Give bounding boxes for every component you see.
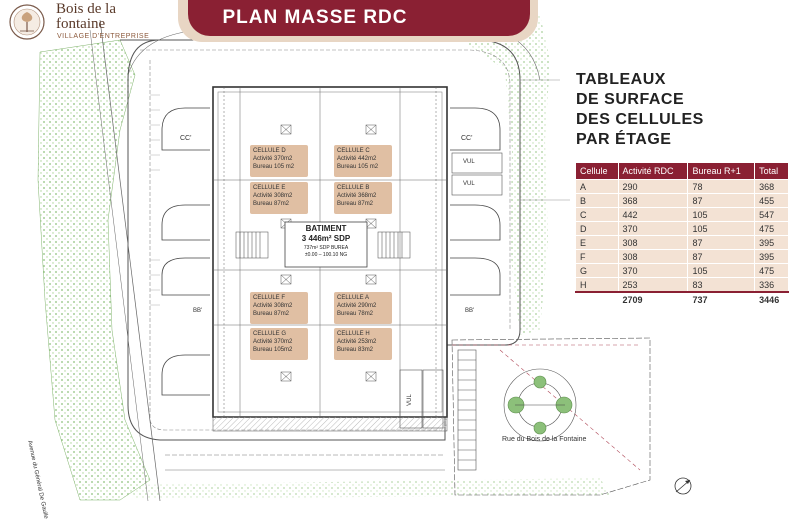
table-cell: 83: [687, 277, 756, 293]
bb-label-right: BB': [465, 308, 475, 314]
vul-label-1: VUL: [463, 159, 475, 165]
bb-label-left: BB': [193, 308, 203, 314]
table-cell: 370: [617, 263, 689, 278]
site-plan: [37, 15, 692, 501]
table-cell: 308: [617, 249, 689, 264]
cell-f-label: CELLULE F Activité 308m2 Bureau 87m2: [253, 295, 293, 317]
table-cell: C: [575, 207, 619, 222]
stairs: [235, 231, 411, 259]
building-levels: ±0.00 – 100.10 NG: [304, 252, 348, 258]
table-cell: E: [575, 235, 619, 250]
cc-label-right: CC': [461, 135, 473, 142]
table-cell: D: [575, 221, 619, 236]
cell-blocks: [250, 145, 392, 360]
table-cell: F: [575, 249, 619, 264]
lower-right-plot: [451, 337, 651, 496]
building-label: BATIMENT 3 446m² SDP 737m² SDP BUREA ±0.…: [285, 224, 367, 259]
cell-c-label: CELLULE C Activité 442m2 Bureau 105 m2: [337, 148, 379, 170]
table-cell: B: [575, 193, 619, 208]
cc-label-left: CC': [180, 135, 192, 142]
table-title: TABLEAUX DE SURFACE DES CELLULES PAR ÉTA…: [576, 71, 704, 148]
cell-g-label: CELLULE G Activité 370m2 Bureau 105m2: [253, 331, 293, 353]
vul-label-3: VUL: [406, 394, 413, 406]
table-total-cell: 2709: [617, 291, 689, 307]
table-cell: H: [575, 277, 619, 293]
table-total-cell: [575, 291, 619, 307]
page-title: PLAN MASSE RDC: [222, 7, 408, 28]
table-cell: 105: [687, 263, 756, 278]
cell-e-label: CELLULE E Activité 308m2 Bureau 87m2: [253, 185, 293, 207]
cell-b-label: CELLULE B Activité 368m2 Bureau 87m2: [337, 185, 377, 207]
table-cell: 475: [754, 221, 789, 236]
cell-d-label: CELLULE D Activité 370m2 Bureau 105 m2: [253, 148, 295, 170]
table-cell: 395: [754, 249, 789, 264]
brand-name: Bois de la fontaine: [56, 1, 116, 32]
table-cell: 308: [617, 235, 689, 250]
building-title: BATIMENT: [305, 224, 347, 233]
col-header: Activité RDC: [617, 162, 689, 180]
table-cell: 395: [754, 235, 789, 250]
table-cell: 442: [617, 207, 689, 222]
table-cell: 87: [687, 235, 756, 250]
dock-bays-left: [161, 107, 210, 396]
table-cell: A: [575, 179, 619, 194]
green-strip: [37, 39, 151, 501]
brand-tagline: VILLAGE D'ENTREPRISE: [57, 33, 150, 40]
col-header: Total: [754, 162, 789, 180]
cell-a-label: CELLULE A Activité 290m2 Bureau 78m2: [337, 295, 377, 317]
dock-bays-right: [450, 107, 501, 296]
table-header-row: Cellule Activité RDC Bureau R+1 Total: [575, 162, 789, 180]
table-cell: 87: [687, 193, 756, 208]
logo: [8, 3, 48, 41]
table-cell: 336: [754, 277, 789, 293]
vul-label-2: VUL: [463, 181, 475, 187]
green-strip-right: [462, 15, 550, 335]
table-cell: 368: [754, 179, 789, 194]
table-cell: 455: [754, 193, 789, 208]
table-cell: 368: [617, 193, 689, 208]
table-cell: 475: [754, 263, 789, 278]
building-note: 737m² SDP BUREA: [303, 245, 349, 251]
table-cell: 370: [617, 221, 689, 236]
table-cell: 290: [617, 179, 689, 194]
parking-left: [150, 94, 160, 306]
table-total-cell: 737: [687, 291, 756, 307]
header-band: [188, 0, 530, 36]
table-cell: G: [575, 263, 619, 278]
table-cell: 253: [617, 277, 689, 293]
table-total-cell: 3446: [754, 291, 789, 307]
green-strip-bottom: [130, 478, 610, 499]
vul-parking: [399, 152, 503, 429]
building-area: 3 446m² SDP: [301, 234, 351, 243]
cell-h-label: CELLULE H Activité 253m2 Bureau 83m2: [337, 331, 377, 353]
table-cell: 105: [687, 221, 756, 236]
table-cell: 547: [754, 207, 789, 222]
table-cell: 105: [687, 207, 756, 222]
north-arrow-icon: [674, 477, 692, 495]
table-cell: 87: [687, 249, 756, 264]
col-header: Cellule: [575, 162, 619, 180]
street-label: Rue du Bois de la Fontaine: [502, 436, 587, 443]
table-cell: 78: [687, 179, 756, 194]
cross-boxes: [280, 124, 377, 382]
col-header: Bureau R+1: [687, 162, 756, 180]
